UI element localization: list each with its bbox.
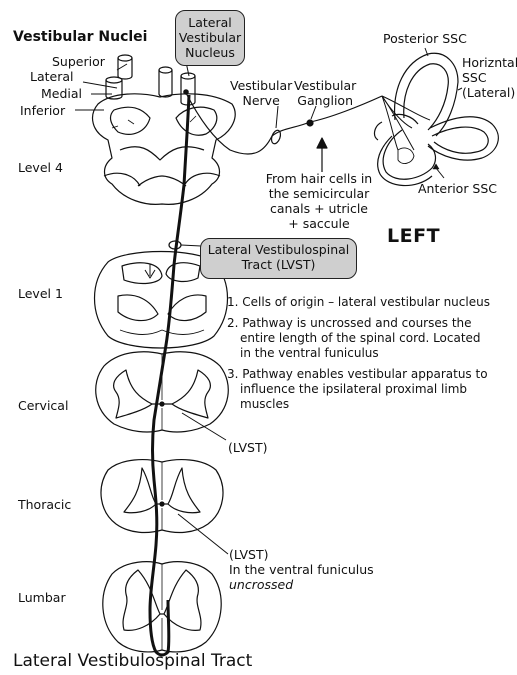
label-lateral: Lateral <box>30 69 74 84</box>
callout-line: Vestibular <box>176 30 244 45</box>
label-line: Horizntal <box>462 55 517 70</box>
label-vestibular-nerve: Vestibular Nerve <box>230 78 292 108</box>
label-posterior-ssc: Posterior SSC <box>383 31 467 46</box>
label-cervical: Cervical <box>18 398 68 413</box>
diagram-title: Vestibular Nuclei <box>13 30 147 45</box>
note-2: 2. Pathway is uncrossed and courses the … <box>227 316 512 361</box>
vestibular-ganglion-dot <box>307 120 313 126</box>
label-vestibular-ganglion: Vestibular Ganglion <box>294 78 356 108</box>
label-line: In the ventral funiculus <box>229 562 374 577</box>
callout-line: Nucleus <box>176 45 244 60</box>
label-thoracic: Thoracic <box>18 497 71 512</box>
note-3: 3. Pathway enables vestibular apparatus … <box>227 367 512 412</box>
lvst-pathway <box>150 95 189 655</box>
diagram-caption: Lateral Vestibulospinal Tract <box>13 654 252 669</box>
callout-lateral-vestibular-nucleus: Lateral Vestibular Nucleus <box>175 10 245 66</box>
label-line: From hair cells in <box>258 171 380 186</box>
label-line: Ganglion <box>294 93 356 108</box>
note-line: 2. Pathway is uncrossed and courses the <box>227 316 512 331</box>
label-line: (LVST) <box>229 547 374 562</box>
label-line: Nerve <box>230 93 292 108</box>
label-line: Vestibular <box>294 78 356 93</box>
label-level4: Level 4 <box>18 160 63 175</box>
brainstem-level4-section <box>93 94 236 205</box>
label-line: Vestibular <box>230 78 292 93</box>
section-lumbar <box>103 562 221 652</box>
label-left-side: LEFT <box>387 229 440 244</box>
label-line: (Lateral) <box>462 85 517 100</box>
label-lvst-lumbar: (LVST) In the ventral funiculus uncrosse… <box>229 547 374 592</box>
label-line: the semicircular <box>258 186 380 201</box>
label-line: + saccule <box>258 216 380 231</box>
label-medial: Medial <box>41 86 82 101</box>
note-line: entire length of the spinal cord. Locate… <box>227 331 512 346</box>
note-line: muscles <box>227 397 512 412</box>
label-line: uncrossed <box>229 577 374 592</box>
callout-line: Tract (LVST) <box>201 257 356 272</box>
label-lvst-cervical: (LVST) <box>228 440 267 455</box>
vestibular-nerve-cut-icon <box>270 129 282 145</box>
note-1: 1. Cells of origin – lateral vestibular … <box>227 295 512 310</box>
notes-list: 1. Cells of origin – lateral vestibular … <box>227 295 512 418</box>
note-line: 3. Pathway enables vestibular apparatus … <box>227 367 512 382</box>
label-line: SSC <box>462 70 517 85</box>
label-hair-cells: From hair cells in the semicircular cana… <box>258 171 380 231</box>
note-line: in the ventral funiculus <box>227 346 512 361</box>
label-line: canals + utricle <box>258 201 380 216</box>
callout-line: Lateral <box>176 15 244 30</box>
callout-line: Lateral Vestibulospinal <box>201 242 356 257</box>
label-superior: Superior <box>52 54 105 69</box>
label-horizontal-ssc: Horizntal SSC (Lateral) <box>462 55 517 100</box>
label-lumbar: Lumbar <box>18 590 66 605</box>
label-inferior: Inferior <box>20 103 65 118</box>
note-line: 1. Cells of origin – lateral vestibular … <box>227 295 512 310</box>
section-thoracic <box>101 460 223 533</box>
callout-lvst: Lateral Vestibulospinal Tract (LVST) <box>200 238 357 279</box>
note-line: influence the ipsilateral proximal limb <box>227 382 512 397</box>
canal-nerve-fibers <box>382 96 430 150</box>
label-anterior-ssc: Anterior SSC <box>418 181 497 196</box>
label-level1: Level 1 <box>18 286 63 301</box>
